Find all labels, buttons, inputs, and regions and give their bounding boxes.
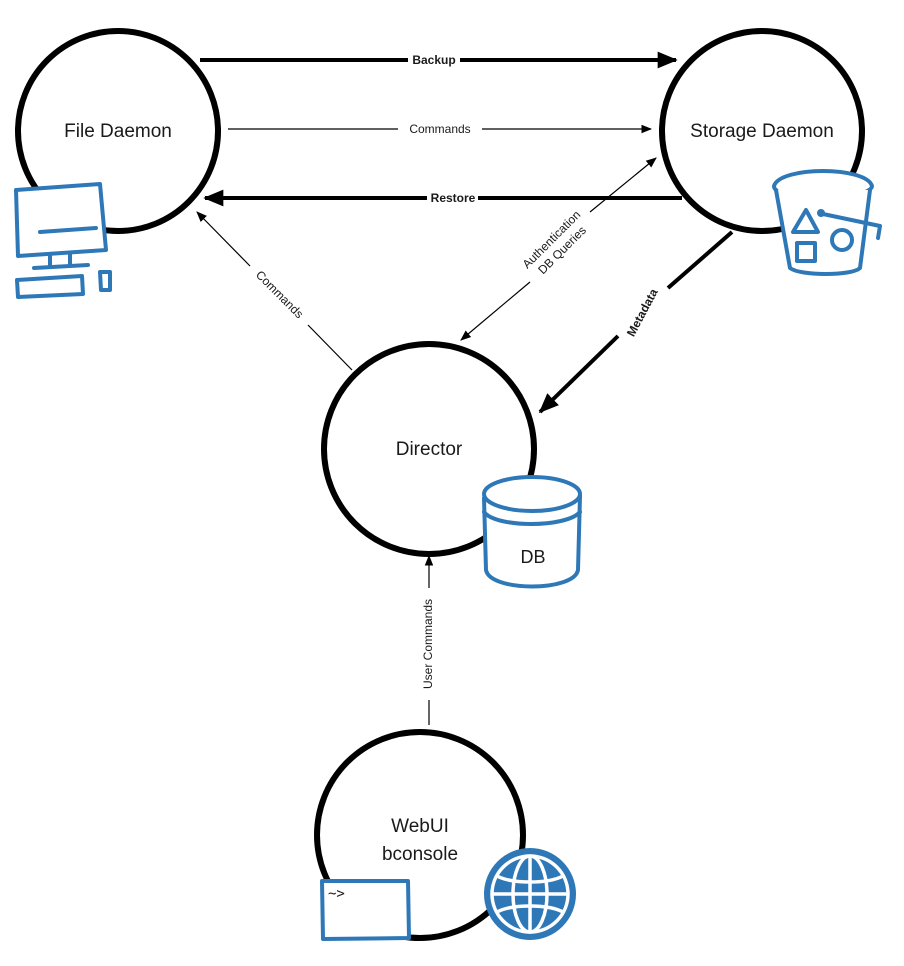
edge-user-commands: User Commands [421,554,435,725]
db-label: DB [520,547,545,567]
edge-label-backup: Backup [412,53,455,67]
node-label-bconsole: bconsole [382,844,458,865]
edge-label-restore: Restore [431,191,476,205]
edge-restore: Restore [203,189,682,207]
terminal-prompt: ~> [328,886,345,902]
edge-auth-db-queries: Authentication DB Queries [460,157,657,341]
computer-icon [14,182,112,299]
node-label-storage-daemon: Storage Daemon [690,121,834,142]
edge-commands-dir-fd: Commands [196,211,353,371]
database-icon: DB [482,475,582,589]
edge-label-commands-left: Commands [253,268,306,321]
node-director: Director [321,341,537,557]
node-file-daemon: File Daemon [15,28,221,234]
node-label-webui: WebUI [391,816,449,837]
edge-label-commands-top: Commands [409,122,470,136]
terminal-icon: ~> [320,879,411,941]
edge-commands-fd-sd: Commands [228,122,653,136]
node-label-director: Director [396,439,463,460]
node-label-file-daemon: File Daemon [64,121,172,142]
edge-label-metadata: Metadata [624,286,661,339]
globe-icon [484,848,576,940]
edge-label-user-commands: User Commands [421,599,435,689]
edge-backup: Backup [200,51,678,69]
edge-metadata: Metadata [538,230,734,414]
bucket-icon [772,169,882,276]
